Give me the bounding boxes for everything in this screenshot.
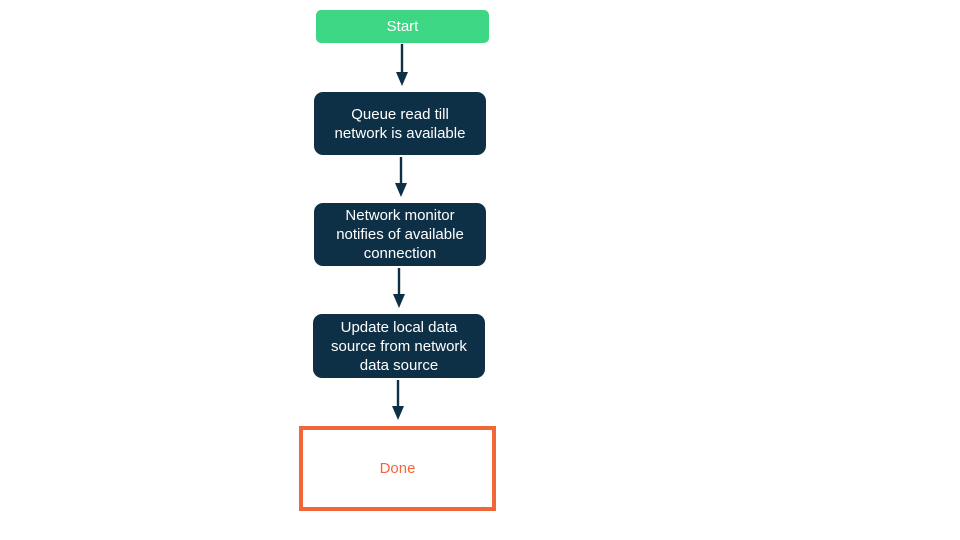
node-network-monitor-label: Network monitor notifies of available co… [336,207,464,262]
arrow-queue-read-to-network-monitor [395,157,407,197]
node-done[interactable]: Done [299,426,496,511]
node-queue-read-label: Queue read till network is available [334,105,466,142]
node-update-local-label: Update local data source from network da… [331,318,467,374]
arrow-update-local-to-done [392,380,404,420]
node-done-label: Done [379,460,416,477]
node-queue-read[interactable]: Queue read till network is available [314,92,486,155]
arrow-start-to-queue-read [396,44,408,86]
arrow-network-monitor-to-update-local [393,268,405,308]
node-start[interactable]: Start [316,10,489,43]
node-network-monitor[interactable]: Network monitor notifies of available co… [314,203,486,266]
node-start-label: Start [386,18,419,35]
node-update-local[interactable]: Update local data source from network da… [313,314,485,378]
